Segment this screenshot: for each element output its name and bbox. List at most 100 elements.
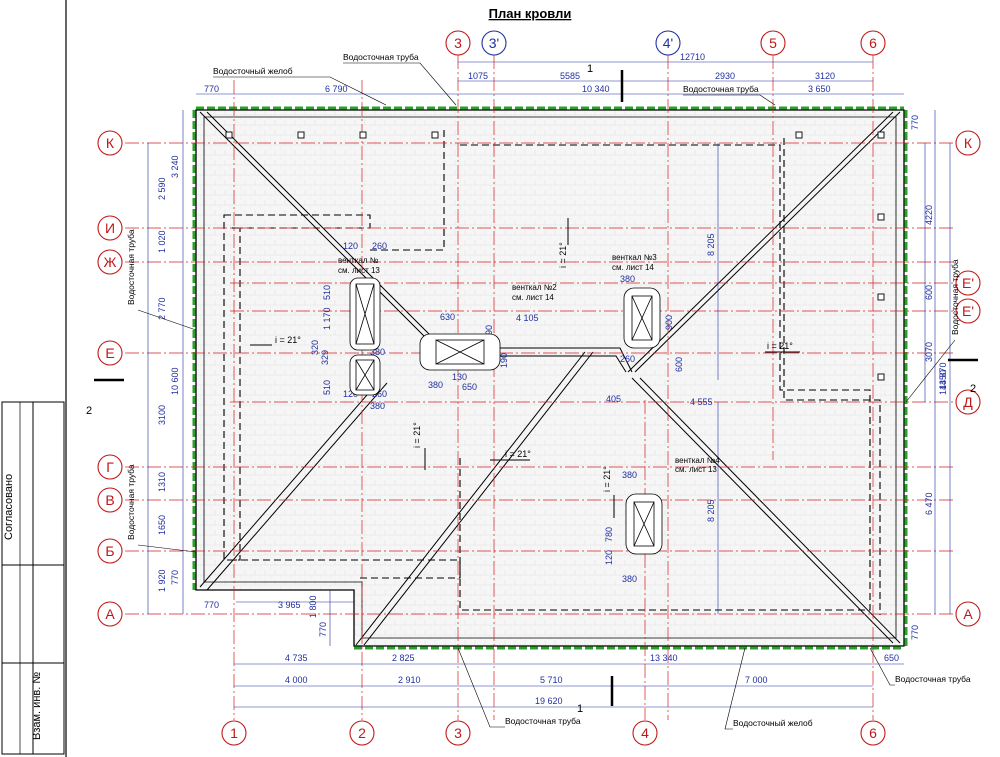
svg-text:Водосточная труба: Водосточная труба	[895, 674, 971, 684]
svg-text:13 340: 13 340	[650, 653, 678, 663]
stamp-inv: Взам. инв. №	[31, 672, 43, 740]
svg-text:2 770: 2 770	[157, 297, 167, 320]
svg-text:1310: 1310	[157, 472, 167, 492]
svg-text:К: К	[964, 135, 973, 151]
svg-text:260: 260	[372, 241, 387, 251]
svg-text:Водосточный желоб: Водосточный желоб	[213, 66, 293, 76]
svg-text:Е': Е'	[962, 303, 974, 319]
svg-text:405: 405	[606, 394, 621, 404]
svg-text:Водосточный желоб: Водосточный желоб	[733, 718, 813, 728]
svg-text:2: 2	[358, 725, 366, 741]
svg-text:14 870: 14 870	[938, 362, 948, 390]
svg-text:900: 900	[664, 315, 674, 330]
svg-text:4220: 4220	[924, 205, 934, 225]
svg-text:1 170: 1 170	[322, 307, 332, 330]
svg-text:венткал №2: венткал №2	[512, 283, 557, 292]
svg-text:i = 21°: i = 21°	[558, 242, 568, 268]
svg-text:120: 120	[604, 550, 614, 565]
svg-text:Водосточная труба: Водосточная труба	[950, 259, 960, 335]
svg-text:4': 4'	[663, 35, 673, 51]
svg-text:венткал №3: венткал №3	[612, 253, 657, 262]
svg-text:3100: 3100	[157, 405, 167, 425]
svg-text:650: 650	[884, 653, 899, 663]
svg-text:120: 120	[343, 389, 358, 399]
svg-text:Е: Е	[105, 345, 114, 361]
axis-bubble-6-bottom	[860, 720, 886, 746]
svg-text:венткал №: венткал №	[338, 256, 379, 265]
svg-text:120: 120	[343, 241, 358, 251]
svg-text:510: 510	[322, 285, 332, 300]
callout-leaders	[137, 62, 956, 730]
svg-text:8 205: 8 205	[706, 499, 716, 522]
svg-text:1: 1	[587, 63, 593, 75]
svg-text:770: 770	[910, 115, 920, 130]
sheet-frame: Согласовано Взам. инв. №	[1, 0, 67, 757]
svg-text:380: 380	[370, 347, 385, 357]
svg-text:3: 3	[454, 725, 462, 741]
svg-text:260: 260	[372, 389, 387, 399]
svg-text:i = 21°: i = 21°	[505, 449, 531, 459]
svg-text:см. лист 14: см. лист 14	[612, 263, 654, 272]
svg-text:i = 21°: i = 21°	[275, 335, 301, 345]
svg-text:770: 770	[170, 570, 180, 585]
svg-text:770: 770	[318, 622, 328, 637]
svg-text:1 020: 1 020	[157, 230, 167, 253]
axis-bubble-5-top	[760, 30, 786, 56]
svg-text:А: А	[963, 606, 973, 622]
svg-text:380: 380	[622, 470, 637, 480]
svg-text:510: 510	[322, 380, 332, 395]
svg-text:4 735: 4 735	[285, 653, 308, 663]
svg-text:3 650: 3 650	[808, 84, 831, 94]
axis-bubble-4-bottom	[632, 720, 658, 746]
svg-text:5: 5	[769, 35, 777, 51]
svg-text:329: 329	[320, 350, 330, 365]
svg-text:6: 6	[869, 725, 877, 741]
svg-text:Ж: Ж	[104, 254, 117, 270]
svg-text:3': 3'	[489, 35, 499, 51]
svg-text:2: 2	[86, 405, 92, 417]
svg-text:3 240: 3 240	[170, 155, 180, 178]
svg-text:3120: 3120	[815, 71, 835, 81]
page-title: План кровли	[489, 6, 572, 21]
svg-text:380: 380	[428, 380, 443, 390]
svg-text:600: 600	[674, 357, 684, 372]
svg-text:4 555: 4 555	[690, 397, 713, 407]
svg-text:i = 21°: i = 21°	[767, 341, 793, 351]
svg-text:770: 770	[204, 84, 219, 94]
svg-text:2: 2	[970, 383, 976, 395]
svg-text:14350: 14350	[938, 370, 948, 395]
svg-text:12710: 12710	[680, 52, 705, 62]
svg-text:Водосточная труба: Водосточная труба	[126, 464, 136, 540]
axis-bubble-1-bottom	[221, 720, 247, 746]
axis-bubble-3-bottom	[445, 720, 471, 746]
axis-bubble-3p-top	[481, 30, 507, 56]
svg-text:4: 4	[641, 725, 649, 741]
svg-text:И: И	[105, 220, 115, 236]
dimension-lines	[147, 61, 951, 708]
svg-text:320: 320	[310, 340, 320, 355]
svg-text:770: 770	[204, 600, 219, 610]
svg-text:i = 21°: i = 21°	[412, 422, 422, 448]
svg-text:Водосточная труба: Водосточная труба	[505, 716, 581, 726]
svg-text:В: В	[105, 492, 114, 508]
svg-text:7 000: 7 000	[745, 675, 768, 685]
svg-text:5 710: 5 710	[540, 675, 563, 685]
svg-text:1650: 1650	[157, 515, 167, 535]
svg-text:650: 650	[462, 382, 477, 392]
svg-text:6 470: 6 470	[924, 492, 934, 515]
svg-text:190: 190	[484, 325, 494, 340]
svg-text:10 340: 10 340	[582, 84, 610, 94]
svg-text:8 205: 8 205	[706, 233, 716, 256]
svg-text:380: 380	[622, 574, 637, 584]
axis-labels: 3 3' 4' 5 6 1 2 3 4 6 К И Ж Е Г В Б А К …	[104, 35, 974, 741]
section-labels: 1 1 2 2	[86, 63, 976, 715]
svg-text:К: К	[106, 135, 115, 151]
svg-text:190: 190	[499, 353, 509, 368]
svg-text:Водосточная труба: Водосточная труба	[683, 84, 759, 94]
svg-text:380: 380	[620, 274, 635, 284]
axis-bubble-3-top	[445, 30, 471, 56]
svg-text:2 910: 2 910	[398, 675, 421, 685]
section-markers	[94, 70, 978, 706]
svg-text:380: 380	[370, 401, 385, 411]
